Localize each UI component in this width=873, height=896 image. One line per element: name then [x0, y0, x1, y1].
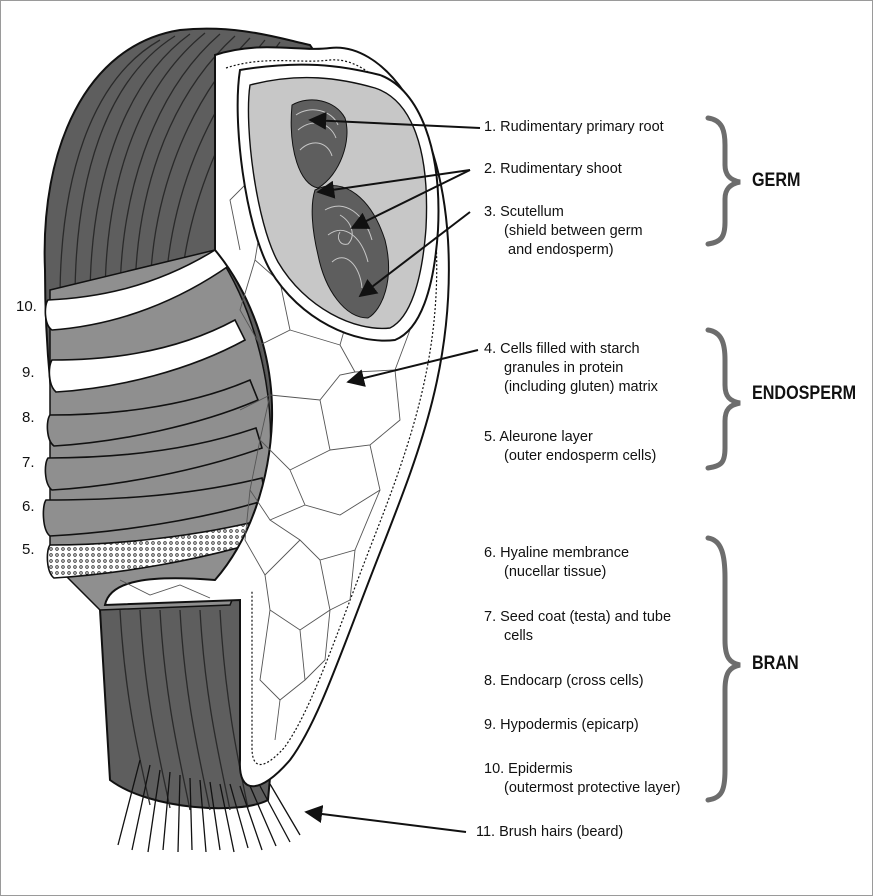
label-epidermis: 10. Epidermis (outermost protective laye…: [484, 760, 680, 798]
label-endocarp: 8. Endocarp (cross cells): [484, 672, 644, 691]
layer-number-9: 9.: [22, 364, 35, 381]
label-primary-root: 1. Rudimentary primary root: [484, 118, 664, 137]
label-hyaline: 6. Hyaline membrance (nucellar tissue): [484, 544, 629, 582]
group-germ: GERM: [752, 170, 800, 192]
label-hypodermis: 9. Hypodermis (epicarp): [484, 716, 639, 735]
layer-number-5: 5.: [22, 541, 35, 558]
label-shoot: 2. Rudimentary shoot: [484, 160, 622, 179]
endosperm-bracket: [708, 330, 740, 468]
layer-number-10: 10.: [16, 298, 37, 315]
germ-bracket: [708, 118, 740, 244]
layer-number-7: 7.: [22, 454, 35, 471]
label-starch-cells: 4. Cells filled with starch granules in …: [484, 340, 658, 397]
label-scutellum: 3. Scutellum (shield between germ and en…: [484, 203, 643, 260]
bran-bracket: [708, 538, 740, 800]
layer-number-6: 6.: [22, 498, 35, 515]
label-seed-coat: 7. Seed coat (testa) and tube cells: [484, 608, 671, 646]
group-bran: BRAN: [752, 653, 799, 675]
label-aleurone: 5. Aleurone layer (outer endosperm cells…: [484, 428, 656, 466]
label-brush-hairs: 11. Brush hairs (beard): [476, 823, 623, 842]
group-endosperm: ENDOSPERM: [752, 383, 856, 405]
group-brackets: [708, 118, 740, 800]
layer-number-8: 8.: [22, 409, 35, 426]
